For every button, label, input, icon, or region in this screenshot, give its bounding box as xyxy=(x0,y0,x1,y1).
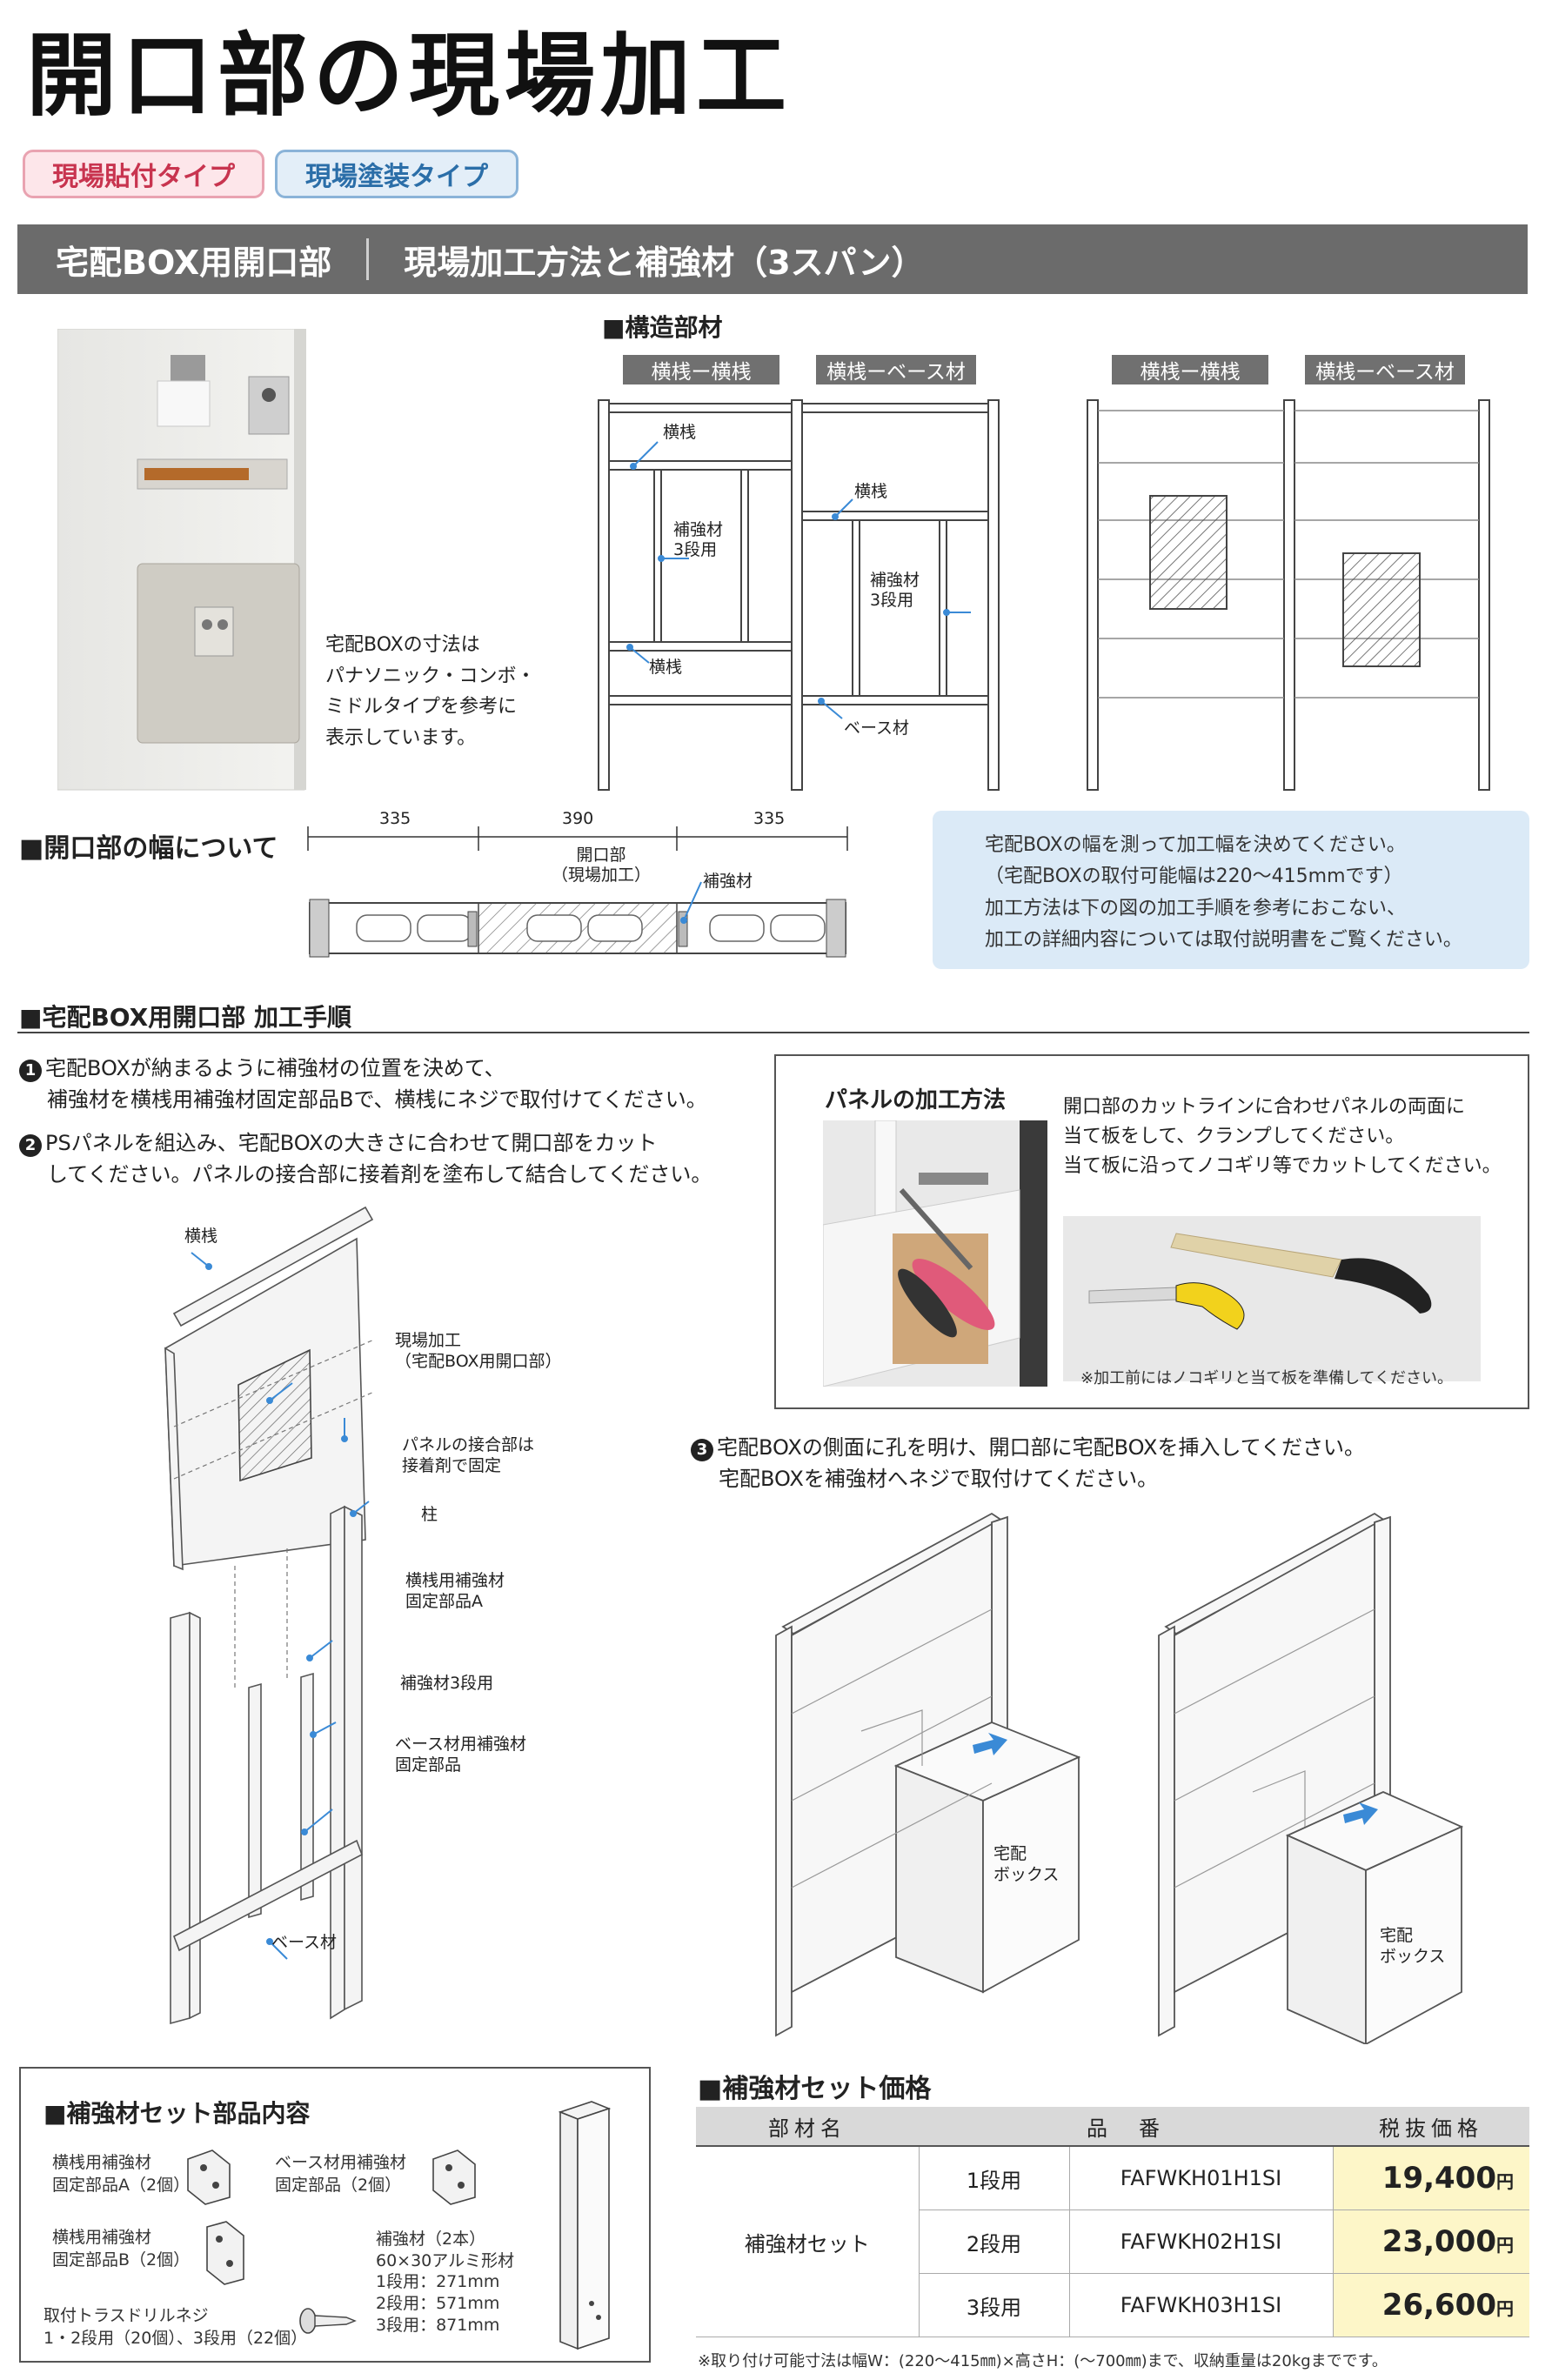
label-yokosan-top: 横桟 xyxy=(663,423,697,442)
saw-photo xyxy=(1063,1216,1481,1381)
structure-tab-2: 横桟ーベース材 xyxy=(816,355,976,384)
ex-label-hashira: 柱 xyxy=(421,1505,438,1524)
section-bar-right: 現場加工方法と補強材（3スパン） xyxy=(404,243,925,282)
part-b-icon xyxy=(206,2221,244,2285)
section-bar: 宅配BOX用開口部 現場加工方法と補強材（3スパン） xyxy=(17,224,1528,294)
box-install-diagram xyxy=(775,1512,1464,2044)
panel-cut-photo xyxy=(823,1120,1047,1387)
label-base: ベース材 xyxy=(844,719,910,738)
badge-site-painting: 現場塗装タイプ xyxy=(275,150,518,198)
structure-tab-1: 横桟ー横桟 xyxy=(623,355,779,384)
dim-right: 335 xyxy=(753,809,786,828)
step-3-number: 3 xyxy=(691,1439,713,1461)
photo-note: 宅配BOXの寸法は パナソニック・コンボ・ ミドルタイプを参考に 表示しています… xyxy=(325,634,536,749)
table-row: 3段用 FAFWKH03H1SI 26,600円 xyxy=(696,2273,1529,2337)
price-header-name: 部材名 xyxy=(696,2107,919,2147)
ex-label-genba: 現場加工（宅配BOX用開口部） xyxy=(395,1331,562,1371)
ex-label-yokosan: 横桟 xyxy=(184,1227,218,1246)
box-label-right: 宅配ボックス xyxy=(1380,1926,1446,1966)
step-2-number: 2 xyxy=(19,1134,42,1157)
ex-label-base: ベース材 xyxy=(271,1933,338,1952)
label-yokosan-right: 横桟 xyxy=(854,482,888,501)
parts-box: ■補強材セット部品内容 横桟用補強材固定部品A（2個） ベース材用補強材固定部品… xyxy=(19,2067,651,2363)
structure-heading: ■構造部材 xyxy=(602,313,723,342)
panel-method-note: ※加工前にはノコギリと当て板を準備してください。 xyxy=(1080,1369,1453,1387)
dim-left: 335 xyxy=(379,809,411,828)
price-footnote: ※取り付け可能寸法は幅W：(220〜415㎜)×高さH：(〜700㎜)まで、収納… xyxy=(698,2352,1388,2370)
width-heading: ■開口部の幅について xyxy=(19,833,278,864)
panel-method-box: パネルの加工方法 開口部のカットラインに合わせパネルの両面に 当て板をして、クラ… xyxy=(774,1054,1529,1409)
price-cell: 19,400円 xyxy=(1333,2146,1529,2210)
price-cell: 26,600円 xyxy=(1333,2273,1529,2337)
label-opening: 開口部（現場加工） xyxy=(552,846,652,885)
price-set-name: 補強材セット xyxy=(696,2146,920,2337)
box-label-left: 宅配ボックス xyxy=(993,1844,1060,1884)
screw-icon xyxy=(299,2308,357,2334)
table-row: 2段用 FAFWKH02H1SI 23,000円 xyxy=(696,2210,1529,2274)
parts-heading: ■補強材セット部品内容 xyxy=(43,2099,311,2128)
ex-label-panel: パネルの接合部は接着剤で固定 xyxy=(402,1435,535,1475)
panel-method-text: 開口部のカットラインに合わせパネルの両面に 当て板をして、クランプしてください。… xyxy=(1063,1096,1502,1178)
part-a-icon xyxy=(187,2149,231,2205)
structure-tab-3: 横桟ー横桟 xyxy=(1112,355,1268,384)
section-bar-divider xyxy=(366,238,370,280)
label-hokyo-width: 補強材 xyxy=(703,872,753,891)
structure-tab-4: 横桟ーベース材 xyxy=(1305,355,1465,384)
table-row: 補強材セット 1段用 FAFWKH01H1SI 19,400円 xyxy=(696,2146,1529,2337)
badge-site-pasting: 現場貼付タイプ xyxy=(23,150,264,198)
dim-center: 390 xyxy=(562,809,594,828)
ex-label-hokyo3: 補強材3段用 xyxy=(400,1674,494,1693)
part-b: 横桟用補強材固定部品B（2個） xyxy=(52,2228,191,2270)
part-hokyo-icon xyxy=(558,2101,612,2350)
procedure-rule xyxy=(17,1032,1529,1033)
price-heading: ■補強材セット価格 xyxy=(698,2074,932,2104)
info-box: 宅配BOXの幅を測って加工幅を決めてください。 （宅配BOXの取付可能幅は220… xyxy=(933,811,1529,969)
exploded-diagram xyxy=(164,1206,375,2025)
price-cell: 23,000円 xyxy=(1333,2210,1529,2274)
step-1-number: 1 xyxy=(19,1060,42,1082)
price-header-code: 品 番 xyxy=(919,2107,1333,2147)
width-diagram xyxy=(307,826,848,958)
page-title: 開口部の現場加工 xyxy=(26,23,793,129)
product-photo xyxy=(57,329,306,791)
section-bar-left: 宅配BOX用開口部 xyxy=(56,243,332,282)
panel-method-heading: パネルの加工方法 xyxy=(825,1087,1007,1113)
price-header-price: 税抜価格 xyxy=(1333,2107,1529,2147)
label-yokosan-bottom: 横桟 xyxy=(649,658,683,677)
part-base: ベース材用補強材固定部品（2個） xyxy=(275,2153,407,2195)
price-table: 部材名 品 番 税抜価格 補強材セット 1段用 FAFWKH01H1SI 19,… xyxy=(696,2107,1529,2337)
structure-diagram xyxy=(598,399,1490,791)
part-a: 横桟用補強材固定部品A（2個） xyxy=(52,2153,191,2195)
ex-label-kotei-a: 横桟用補強材固定部品A xyxy=(405,1571,505,1611)
procedure-heading: ■宅配BOX用開口部 加工手順 xyxy=(19,1003,351,1032)
part-base-icon xyxy=(432,2149,476,2205)
ex-label-base-kotei: ベース材用補強材固定部品 xyxy=(395,1735,527,1775)
